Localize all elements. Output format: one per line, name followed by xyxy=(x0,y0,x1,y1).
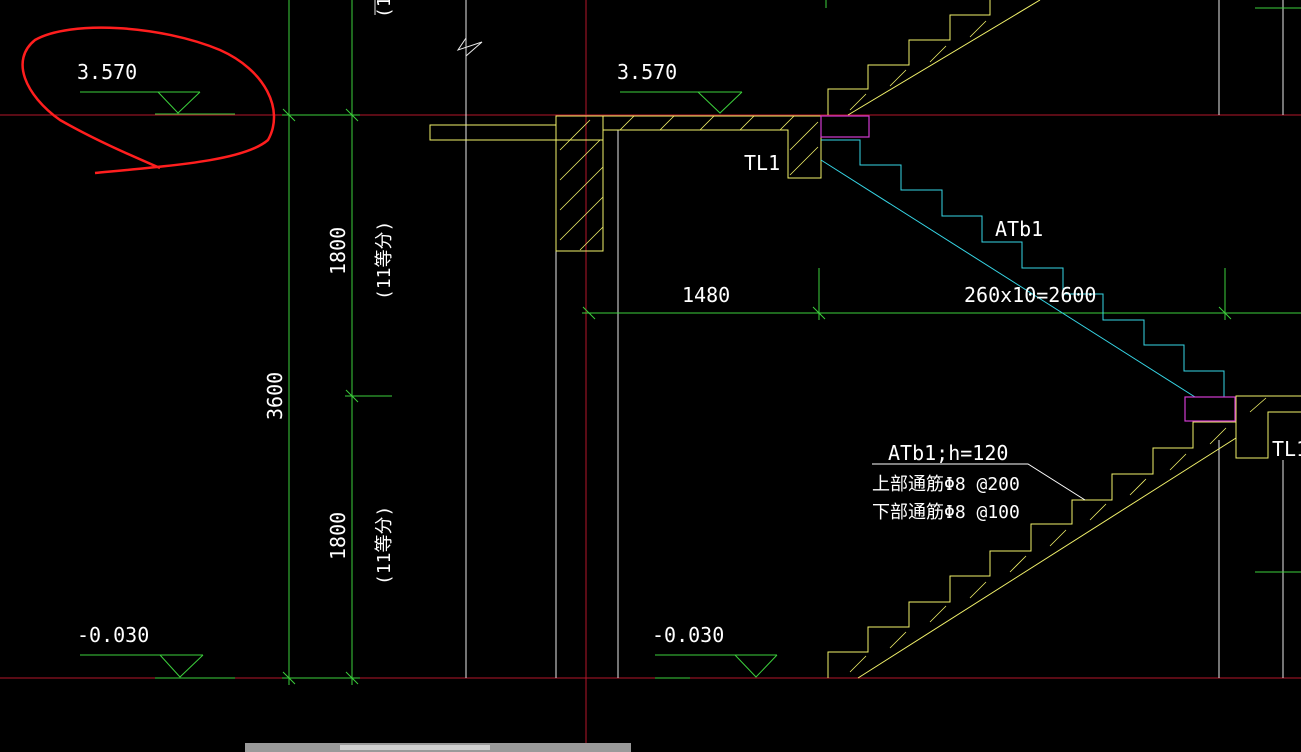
wall-column xyxy=(555,115,604,252)
beam-section-top xyxy=(820,115,870,138)
concrete-structure xyxy=(429,0,1301,679)
label-stair-note-title: ATb1;h=120 xyxy=(888,441,1008,465)
elevation-bottom-left: -0.030 xyxy=(77,623,149,647)
dim-top-steps-note: (11 xyxy=(374,0,395,18)
beam-section-mid xyxy=(1184,396,1236,422)
elevation-marker-bottom-left xyxy=(80,654,235,679)
label-beam-right: TL1 xyxy=(1272,437,1301,461)
dim-lower-steps-note: (11等分) xyxy=(374,506,395,585)
hatching xyxy=(559,20,1267,673)
label-stair-upper: ATb1 xyxy=(995,217,1043,241)
note-leader-line xyxy=(872,463,1086,501)
scrollbar-thumb[interactable] xyxy=(340,745,490,750)
elevation-bottom-mid: -0.030 xyxy=(652,623,724,647)
elevation-top-mid: 3.570 xyxy=(617,60,677,84)
dimension-lines xyxy=(80,0,1301,685)
elevation-top-left: 3.570 xyxy=(77,60,137,84)
drawing-text: 3.570 3.570 -0.030 -0.030 3600 1800 1800… xyxy=(77,0,1301,647)
dim-total-height: 3600 xyxy=(263,372,287,420)
elevation-marker-bottom-mid xyxy=(655,654,778,679)
stair-flight-atb1 xyxy=(820,139,1225,398)
label-beam-left: TL1 xyxy=(744,151,780,175)
right-beam xyxy=(1235,411,1301,459)
lower-flight-steps xyxy=(827,395,1301,678)
beam-sections xyxy=(820,115,1236,422)
dim-upper-flight: 1800 xyxy=(326,227,350,275)
markup-circle xyxy=(21,26,276,175)
elevation-marker-top-mid xyxy=(620,91,743,114)
dim-lower-flight: 1800 xyxy=(326,512,350,560)
axis-lines xyxy=(374,0,1284,678)
horizontal-scrollbar[interactable] xyxy=(245,743,631,752)
dim-upper-steps-note: (11等分) xyxy=(374,221,395,300)
dim-flight-run: 260x10=2600 xyxy=(964,283,1096,307)
label-rebar-bottom: 下部通筋Φ8 @100 xyxy=(872,502,1020,523)
upper-flight-steps xyxy=(827,0,991,115)
label-rebar-top: 上部通筋Φ8 @200 xyxy=(872,474,1020,495)
elevation-marker-top-left xyxy=(80,91,235,115)
dim-landing-width: 1480 xyxy=(682,283,730,307)
